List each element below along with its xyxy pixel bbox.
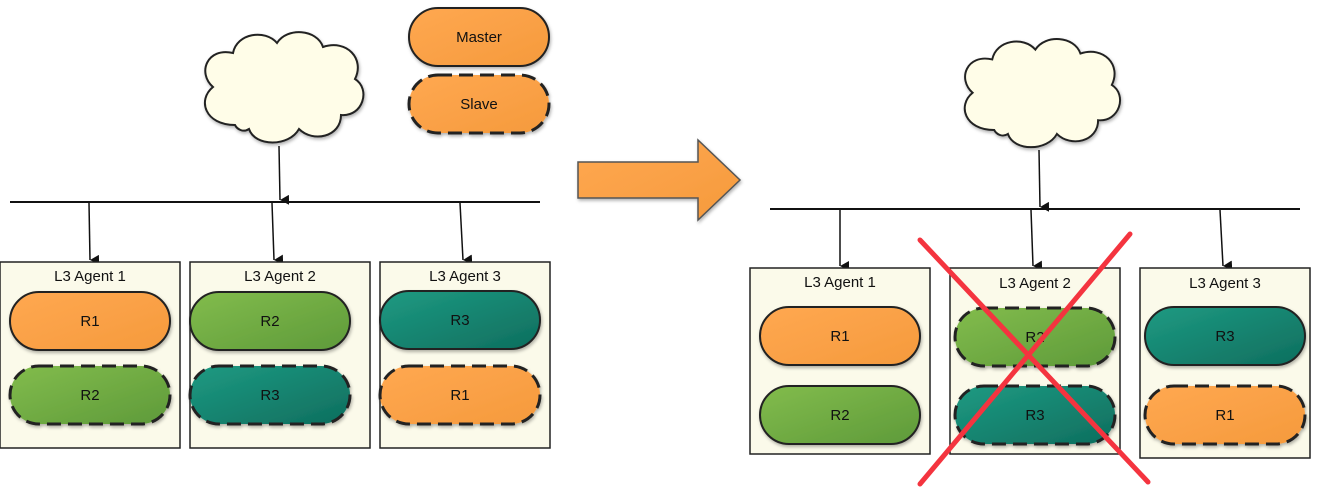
before-agent-2: L3 Agent 2 R2 R3 <box>188 261 371 449</box>
agent-3-link-arrow <box>459 202 473 265</box>
router-label: R1 <box>1215 407 1234 424</box>
cloud-uplink-arrow <box>278 145 290 205</box>
transition-arrow-icon <box>577 138 742 222</box>
agent-2-link-arrow <box>1030 209 1043 271</box>
failure-cross-icon <box>917 231 1133 487</box>
cloud-uplink-arrow <box>1038 149 1050 212</box>
router-master-pill <box>759 385 921 445</box>
router-master-pill <box>379 290 541 350</box>
agent-title: L3 Agent 2 <box>244 268 316 285</box>
router-label: R1 <box>830 328 849 345</box>
router-label: R3 <box>450 312 469 329</box>
after-section: L3 Agent 1 R1 R2 L3 Agent 2 R2 R3 L3 Age… <box>749 38 1311 487</box>
router-label: R3 <box>1025 407 1044 424</box>
agent-2-link-arrow <box>271 202 284 265</box>
legend-slave-pill <box>407 73 551 135</box>
router-label: R1 <box>450 387 469 404</box>
router-label: R2 <box>830 407 849 424</box>
router-slave-pill <box>8 364 172 426</box>
router-master-pill <box>189 291 351 351</box>
legend-master-pill <box>408 7 550 67</box>
router-label: R2 <box>260 313 279 330</box>
agent-title: L3 Agent 1 <box>804 274 876 291</box>
legend: Master Slave <box>407 7 551 135</box>
agent-title: L3 Agent 1 <box>54 268 126 285</box>
after-agent-3: L3 Agent 3 R3 R1 <box>1139 267 1311 459</box>
router-label: R3 <box>1215 328 1234 345</box>
after-agent-2-failed: L3 Agent 2 R2 R3 <box>917 231 1151 487</box>
router-slave-pill <box>1143 384 1307 446</box>
router-master-pill <box>759 306 921 366</box>
before-section: L3 Agent 1 R1 R2 L3 Agent 2 R2 R3 L3 Age… <box>0 7 551 449</box>
after-agent-1: L3 Agent 1 R1 R2 <box>749 267 931 455</box>
agent-3-link-arrow <box>1219 209 1233 271</box>
failure-cross-icon <box>917 237 1151 485</box>
cloud-icon <box>963 38 1121 148</box>
before-agent-3: L3 Agent 3 R3 R1 <box>378 261 551 449</box>
router-label: R1 <box>80 313 99 330</box>
router-master-pill <box>1144 306 1306 366</box>
agent-title: L3 Agent 3 <box>429 268 501 285</box>
agent-title: L3 Agent 2 <box>999 275 1071 292</box>
legend-master-label: Master <box>456 29 502 46</box>
agent-title: L3 Agent 3 <box>1189 275 1261 292</box>
router-master-pill <box>9 291 171 351</box>
router-slave-pill <box>953 384 1117 446</box>
router-slave-pill <box>378 364 542 426</box>
before-agent-1: L3 Agent 1 R1 R2 <box>0 261 181 449</box>
agent-1-link-arrow <box>88 202 100 265</box>
cloud-icon <box>203 31 365 144</box>
router-label: R2 <box>80 387 99 404</box>
router-label: R3 <box>260 387 279 404</box>
router-slave-pill <box>188 364 352 426</box>
legend-slave-label: Slave <box>460 96 498 113</box>
